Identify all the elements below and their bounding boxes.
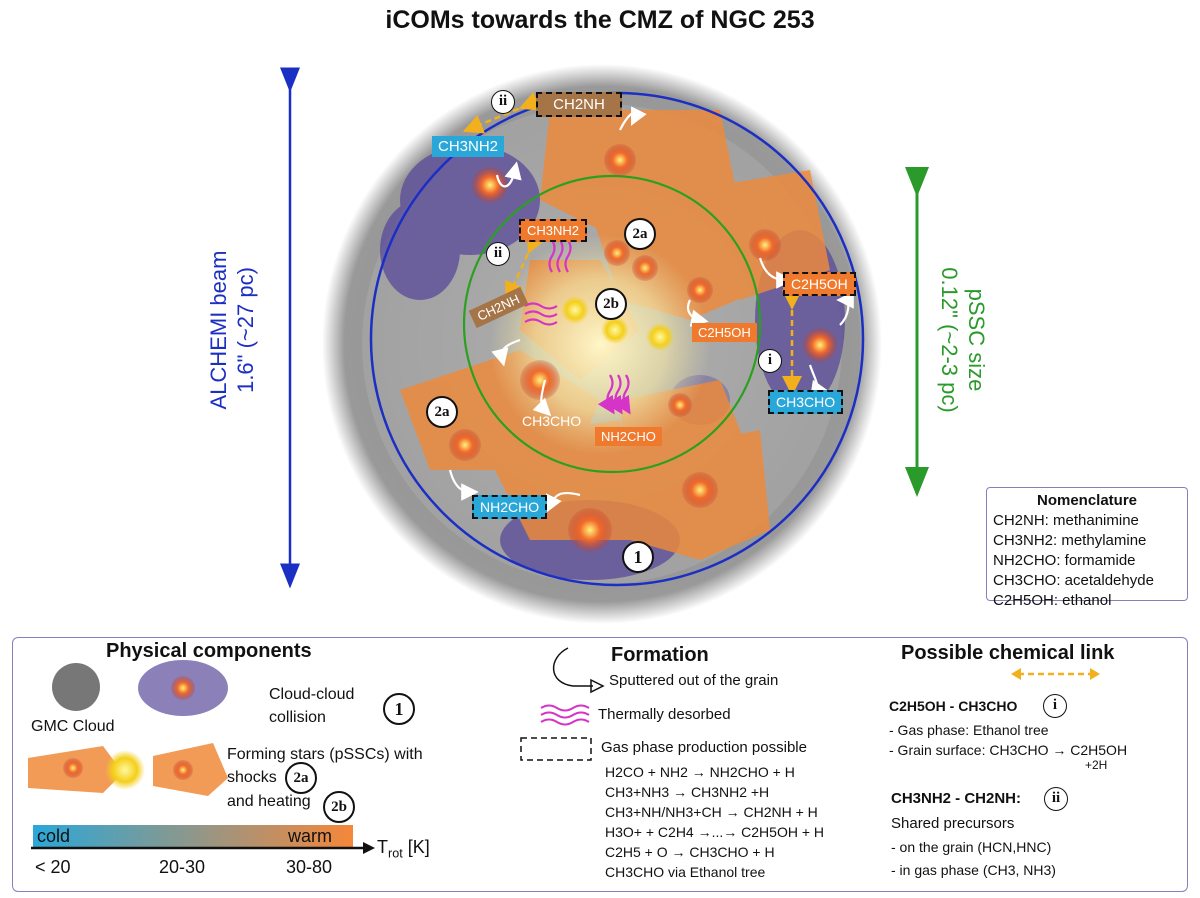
link-i-line1: - Gas phase: Ethanol tree xyxy=(889,722,1049,738)
cmz-diagram xyxy=(280,64,929,624)
sputtered-label: Sputtered out of the grain xyxy=(609,672,779,689)
mol-c2h5oh-inner: C2H5OH xyxy=(692,323,757,342)
trot-label: Trot [K] xyxy=(377,837,430,861)
pssc-label-line2: 0.12" (~2-3 pc) xyxy=(937,267,962,413)
pssc-label: pSSC size 0.12" (~2-3 pc) xyxy=(936,200,990,480)
beam-label-line2: 1.6" (~27 pc) xyxy=(233,267,258,393)
legend-graphics xyxy=(28,647,1100,854)
temp-range-3: 30-80 xyxy=(286,857,333,877)
cold-label: cold xyxy=(37,826,71,846)
star-clusters xyxy=(449,144,837,552)
link-heading: Possible chemical link xyxy=(901,642,1115,664)
collision-icon xyxy=(138,660,228,716)
link-ii-inner xyxy=(505,231,546,303)
gasphase-label: Gas phase production possible xyxy=(601,739,807,756)
legend-panel: Physical components xyxy=(12,637,1188,892)
stars-label-1: Forming stars (pSSCs) with xyxy=(227,746,423,763)
thermal-label: Thermally desorbed xyxy=(598,706,731,723)
label-2a-top: 2a xyxy=(624,218,656,250)
mol-nh2cho-bottom: NH2CHO xyxy=(472,495,548,519)
reaction-1: H2CO + NH2 → NH2CHO + H xyxy=(605,764,795,780)
label-2b: 2b xyxy=(595,288,627,320)
label-2a-left: 2a xyxy=(426,396,458,428)
reaction-6: CH3CHO via Ethanol tree xyxy=(605,864,766,880)
link-i-line2: - Grain surface: CH3CHO → C2H5OH xyxy=(889,742,1128,758)
label-2a-legend: 2a xyxy=(285,762,317,794)
beam-label-line1: ALCHEMI beam xyxy=(206,250,231,410)
stars-label-2: shocks xyxy=(227,769,277,786)
mol-ch3cho-inner: CH3CHO xyxy=(522,413,582,429)
figure-title: iCOMs towards the CMZ of NGC 253 xyxy=(385,6,815,34)
mol-ch3nh2-inner: CH3NH2 xyxy=(519,219,588,242)
nomenclature-item: CH3NH2: methylamine xyxy=(993,532,1147,549)
sputter-icon xyxy=(552,647,593,687)
stars-label-3: and heating xyxy=(227,793,311,810)
pssc-label-line1: pSSC size xyxy=(964,288,989,392)
label-i: i xyxy=(758,349,782,373)
reaction-4: H3O+ + C2H4 →...→ C2H5OH + H xyxy=(605,824,825,840)
collision-label-1: Cloud-cloud xyxy=(269,686,355,703)
heating-stars xyxy=(561,296,674,351)
sputter-arrows xyxy=(448,106,854,513)
link-ii-line3: - in gas phase (CH3, NH3) xyxy=(891,862,1056,878)
mol-ch2nh-top: CH2NH xyxy=(536,92,622,117)
link-ii-top xyxy=(462,91,542,134)
temp-range-2: 20-30 xyxy=(159,857,206,877)
gasphase-icon xyxy=(520,737,592,761)
link-i-plus: +2H xyxy=(1085,758,1108,772)
forming-stars-icon xyxy=(28,743,228,796)
label-1: 1 xyxy=(622,541,654,573)
nomenclature-item: NH2CHO: formamide xyxy=(993,552,1136,569)
formation-heading: Formation xyxy=(611,644,709,666)
reaction-3: CH3+NH/NH3+CH → CH2NH + H xyxy=(605,804,818,820)
mol-nh2cho-inner: NH2CHO xyxy=(595,427,662,446)
mol-c2h5oh-right: C2H5OH xyxy=(783,272,856,296)
thermal-icon xyxy=(540,704,590,726)
trot-symbol: T xyxy=(377,837,388,857)
mol-ch3nh2-left: CH3NH2 xyxy=(432,136,505,157)
nomenclature-box: Nomenclature CH2NH: methanimine CH3NH2: … xyxy=(986,487,1188,609)
link-i-title: C2H5OH - CH3CHO xyxy=(889,698,1018,714)
gmc-cloud-icon xyxy=(52,663,100,711)
label-2b-legend: 2b xyxy=(323,791,355,823)
label-ii-inner: ii xyxy=(486,242,510,266)
nomenclature-item: CH3CHO: acetaldehyde xyxy=(993,572,1154,589)
nomenclature-item: CH2NH: methanimine xyxy=(993,512,1139,529)
gmc-label: GMC Cloud xyxy=(31,718,115,735)
collision-label-2: collision xyxy=(269,709,326,726)
nomenclature-heading: Nomenclature xyxy=(1036,492,1138,509)
label-i-legend: i xyxy=(1043,694,1067,718)
thermal-arrows xyxy=(524,239,631,415)
temp-range-1: < 20 xyxy=(35,857,71,877)
label-ii-legend: ii xyxy=(1044,787,1068,811)
label-ii-top: ii xyxy=(491,90,515,114)
physical-heading: Physical components xyxy=(106,640,312,662)
reaction-2: CH3+NH3 → CH3NH2 +H xyxy=(605,784,770,800)
reaction-5: C2H5 + O → CH3CHO + H xyxy=(605,844,775,860)
link-ii-line2: - on the grain (HCN,HNC) xyxy=(891,839,1052,855)
warm-label: warm xyxy=(288,826,332,846)
trot-sub: rot xyxy=(388,846,403,861)
mol-ch3cho-right: CH3CHO xyxy=(768,390,844,414)
label-1-legend: 1 xyxy=(383,693,415,725)
nomenclature-item: C2H5OH: ethanol xyxy=(993,592,1112,609)
link-ii-line1: Shared precursors xyxy=(891,815,1015,832)
pssc-circle xyxy=(462,174,762,474)
temperature-bar xyxy=(33,825,353,847)
beam-label: ALCHEMI beam 1.6" (~27 pc) xyxy=(205,180,259,480)
trot-unit: [K] xyxy=(402,837,430,857)
link-ii-title: CH3NH2 - CH2NH: xyxy=(891,790,1022,807)
